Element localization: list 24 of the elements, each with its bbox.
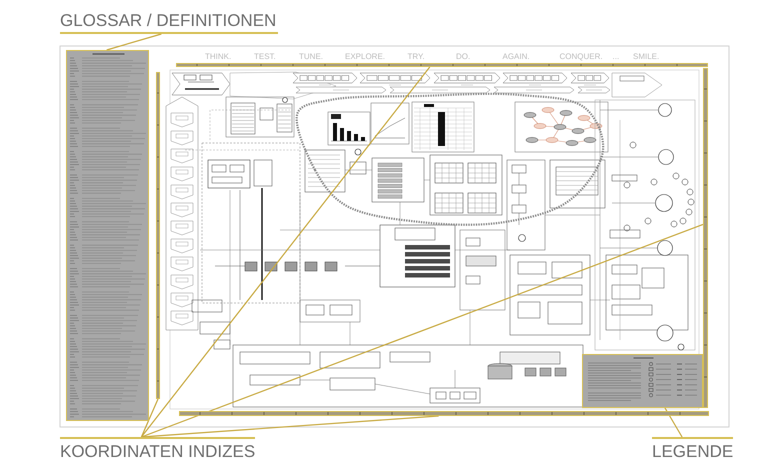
index-ruler-bar — [179, 411, 709, 416]
step-label: CONQUER. — [560, 52, 603, 62]
leader-line — [141, 415, 439, 438]
step-label: THINK. — [205, 52, 232, 62]
index-ruler-bar — [156, 72, 160, 399]
step-label: TRY. — [408, 52, 425, 62]
step-label: SMILE. — [633, 52, 660, 62]
step-label: AGAIN. — [502, 52, 530, 62]
leader-line — [140, 398, 159, 438]
step-label: TEST. — [254, 52, 276, 62]
callout-heading: GLOSSAR / DEFINITIONEN — [60, 11, 278, 34]
step-label: DO. — [456, 52, 470, 62]
callout-heading: LEGENDE — [652, 437, 734, 462]
legend-panel — [582, 354, 703, 408]
leader-line — [106, 33, 162, 51]
step-label: TUNE. — [299, 52, 323, 62]
callout-heading: KOORDINATEN INDIZES — [60, 437, 256, 462]
leader-line — [141, 224, 704, 438]
leader-line — [664, 408, 683, 438]
step-label: EXPLORE. — [345, 52, 386, 62]
glossary-panel — [66, 50, 149, 421]
index-ruler-bar — [176, 63, 708, 67]
index-ruler-bar — [703, 68, 708, 408]
step-label: ... — [612, 52, 620, 62]
